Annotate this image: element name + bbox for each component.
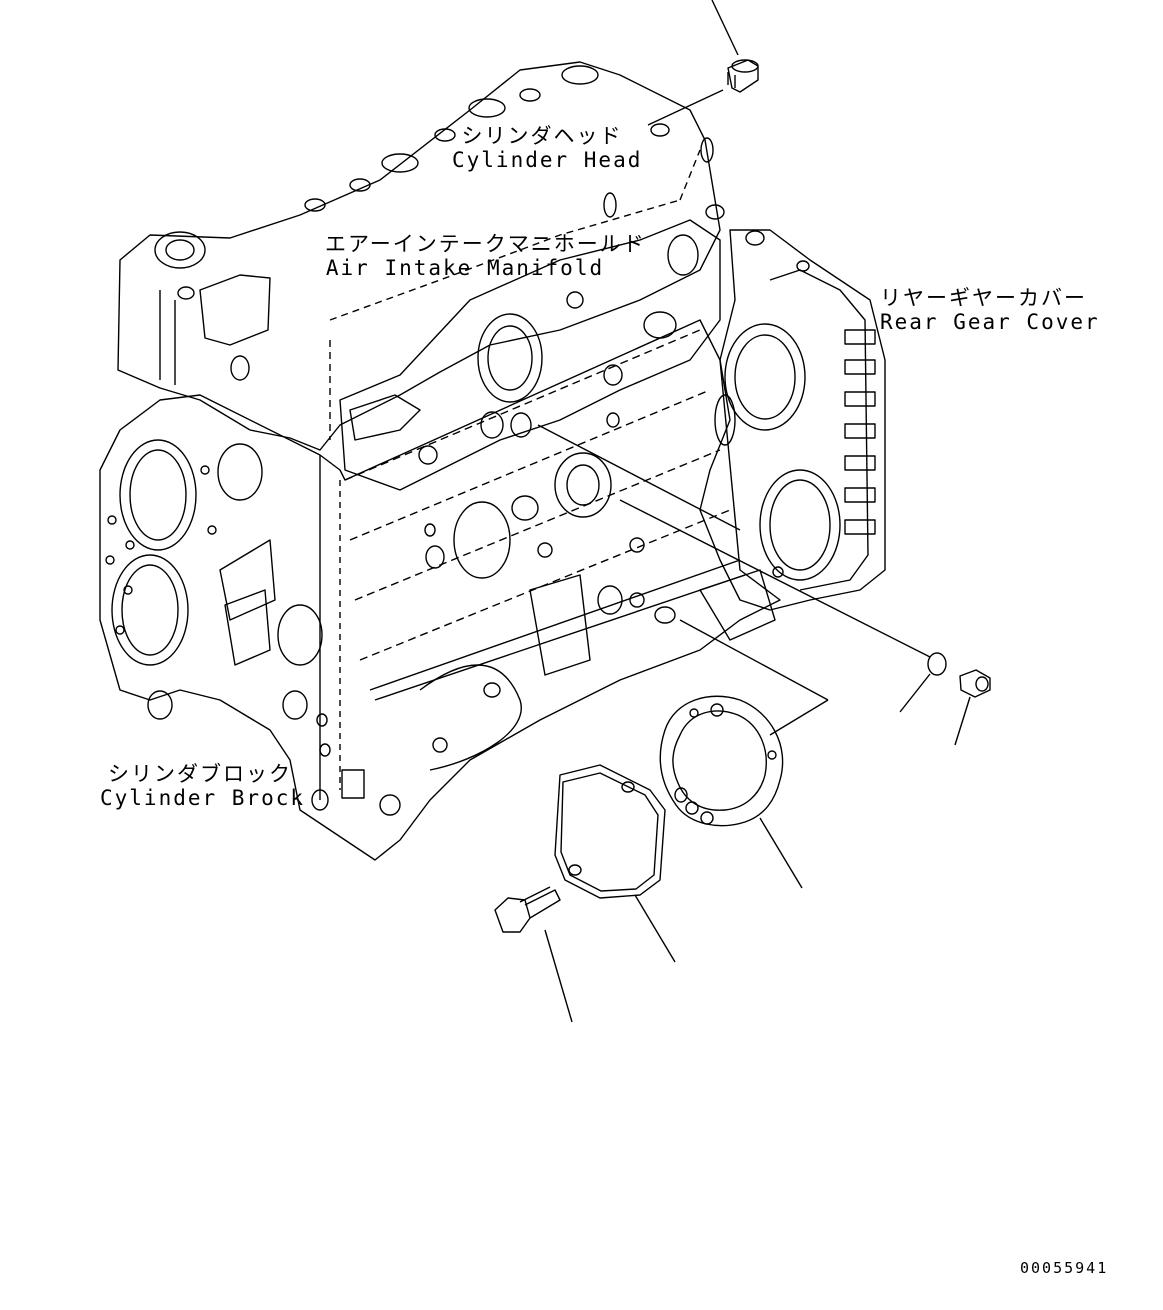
document-number: 00055941 [1020,1259,1109,1277]
intake-manifold-outline [339,219,721,491]
plug-top [647,0,759,126]
o-ring [899,652,947,713]
bolt [494,886,573,1023]
cover-plate [554,764,676,963]
cylinder-block-label-en: Cylinder Brock [100,786,306,810]
cylinder-block-label-jp: シリンダブロック [108,762,292,786]
cylinder-head-outline [117,61,765,451]
leader-lines [537,424,931,736]
cylinder-block-outline [99,319,781,861]
plug-small [954,669,991,746]
cylinder-head-label: シリンダヘッド Cylinder Head [452,124,643,172]
air-intake-manifold-label: エアーインテークマニホールド Air Intake Manifold [325,232,646,280]
gasket [659,695,803,889]
air-intake-manifold-label-jp: エアーインテークマニホールド [325,232,646,256]
rear-gear-cover-label-jp: リヤーギヤーカバー [880,286,1087,310]
rear-gear-cover-label-en: Rear Gear Cover [880,310,1100,334]
cylinder-head-label-en: Cylinder Head [452,148,643,172]
rear-gear-cover-outline [699,229,886,611]
rear-gear-cover-label: リヤーギヤーカバー Rear Gear Cover [880,286,1100,334]
cylinder-head-label-jp: シリンダヘッド [461,124,623,148]
air-intake-manifold-label-en: Air Intake Manifold [325,256,605,280]
cylinder-block-label: シリンダブロック Cylinder Brock [100,762,306,810]
